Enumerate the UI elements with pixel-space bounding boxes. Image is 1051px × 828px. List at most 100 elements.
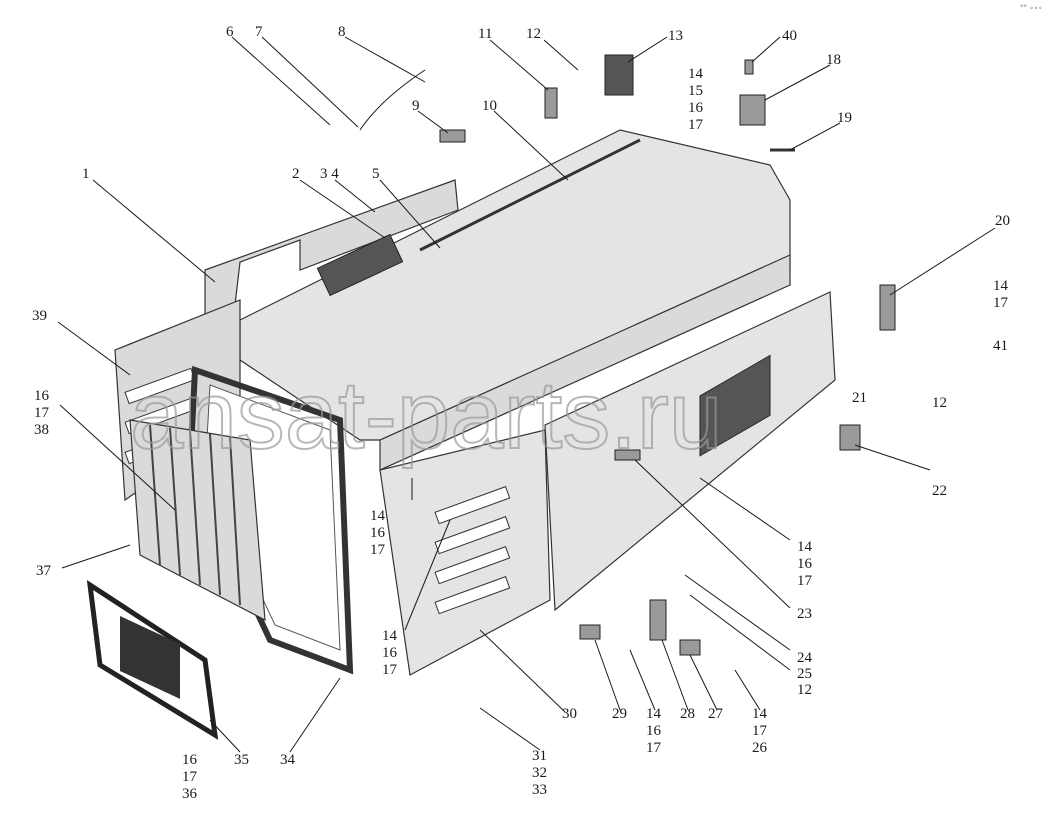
- callout-line: 1: [82, 166, 90, 182]
- callout-line: 36: [182, 786, 198, 802]
- callout-line: 16: [646, 723, 662, 739]
- part-29-plate: [579, 624, 601, 640]
- callout-c34b: 34: [280, 752, 296, 768]
- callout-c37: 37: [36, 563, 52, 579]
- side-slot: [434, 516, 511, 555]
- part-22-bracket: [839, 424, 861, 451]
- callout-c23: 23: [797, 606, 812, 622]
- callout-c35: 35: [234, 752, 249, 768]
- callout-line: 14: [382, 628, 398, 644]
- callout-line: 25: [797, 666, 812, 682]
- callout-line: 33: [532, 782, 547, 798]
- part-18-hinge: [739, 94, 766, 126]
- callout-line: 40: [782, 28, 797, 44]
- callout-c20: 20: [995, 213, 1010, 229]
- callout-c29: 29: [612, 706, 627, 722]
- callout-c12a: 12: [526, 26, 541, 42]
- part-27-plate: [679, 639, 701, 656]
- callout-line: 29: [612, 706, 627, 722]
- callout-line: 26: [752, 740, 768, 756]
- callout-line: 2: [292, 166, 300, 182]
- callout-line: 37: [36, 563, 52, 579]
- callout-line: 17: [688, 117, 704, 133]
- callout-line: 32: [532, 765, 547, 781]
- callout-line: 23: [797, 606, 812, 622]
- callout-c39: 39: [32, 308, 47, 324]
- callout-c27: 27: [708, 706, 724, 722]
- part-11-handle: [544, 87, 558, 119]
- top-vent-block: [316, 233, 404, 297]
- watermark: ansat-parts.ru: [130, 362, 722, 469]
- callout-line: 17: [34, 405, 50, 421]
- callout-line: 5: [372, 166, 380, 182]
- part-23-hinge: [614, 449, 641, 461]
- callout-c5: 5: [372, 166, 380, 182]
- callout-line: 30: [562, 706, 577, 722]
- part-20-latch: [879, 284, 896, 331]
- callout-line: 17: [646, 740, 662, 756]
- callout-line: 17: [993, 295, 1009, 311]
- callout-line: 16: [382, 645, 398, 661]
- callout-c34: 3 4: [320, 166, 339, 182]
- callout-line: 14: [752, 706, 768, 722]
- callout-line: 12: [932, 395, 947, 411]
- top-rod: [419, 138, 641, 252]
- callout-line: 16: [688, 100, 704, 116]
- callout-c30: 30: [562, 706, 577, 722]
- callout-line: 14: [797, 539, 813, 555]
- part-8-cable: [359, 69, 426, 131]
- callout-c12b: 12: [932, 395, 947, 411]
- callout-line: 16: [370, 525, 386, 541]
- callout-line: 3 4: [320, 166, 339, 182]
- callout-line: 9: [412, 98, 420, 114]
- callout-line: 14: [646, 706, 662, 722]
- callout-line: 13: [668, 28, 683, 44]
- callout-c10: 10: [482, 98, 497, 114]
- callout-line: 8: [338, 24, 346, 40]
- callout-line: 12: [526, 26, 541, 42]
- side-slot: [434, 546, 511, 585]
- callout-line: 17: [752, 723, 768, 739]
- callout-c6: 6: [226, 24, 234, 40]
- callout-c12c: 12: [797, 682, 812, 698]
- callout-line: 39: [32, 308, 47, 324]
- front-mesh-frame: [86, 579, 219, 740]
- corner-mark: °° ∘∘∘: [1020, 4, 1042, 12]
- callout-c22: 22: [932, 483, 947, 499]
- callout-line: 10: [482, 98, 497, 114]
- side-slot: [434, 486, 511, 525]
- callout-line: 16: [797, 556, 813, 572]
- callout-c19: 19: [837, 110, 852, 126]
- callout-c2: 2: [292, 166, 300, 182]
- callout-c1: 1: [82, 166, 90, 182]
- callout-line: 17: [370, 542, 386, 558]
- callout-c40: 40: [782, 28, 797, 44]
- callout-line: 14: [370, 508, 386, 524]
- callout-line: 28: [680, 706, 695, 722]
- callout-line: 19: [837, 110, 852, 126]
- callout-line: 34: [280, 752, 296, 768]
- callout-line: 17: [382, 662, 398, 678]
- callout-line: 27: [708, 706, 724, 722]
- callout-line: 18: [826, 52, 841, 68]
- part-13-cylinder: [604, 54, 634, 96]
- callout-c11: 11: [478, 26, 492, 42]
- callout-line: 17: [182, 769, 198, 785]
- callout-line: 31: [532, 748, 547, 764]
- part-9-clip: [439, 129, 466, 143]
- callout-c41: 41: [993, 338, 1008, 354]
- callout-line: 20: [995, 213, 1010, 229]
- side-slot: [434, 576, 511, 615]
- callout-line: 7: [255, 24, 263, 40]
- callout-line: 17: [797, 573, 813, 589]
- callout-line: 16: [34, 388, 50, 404]
